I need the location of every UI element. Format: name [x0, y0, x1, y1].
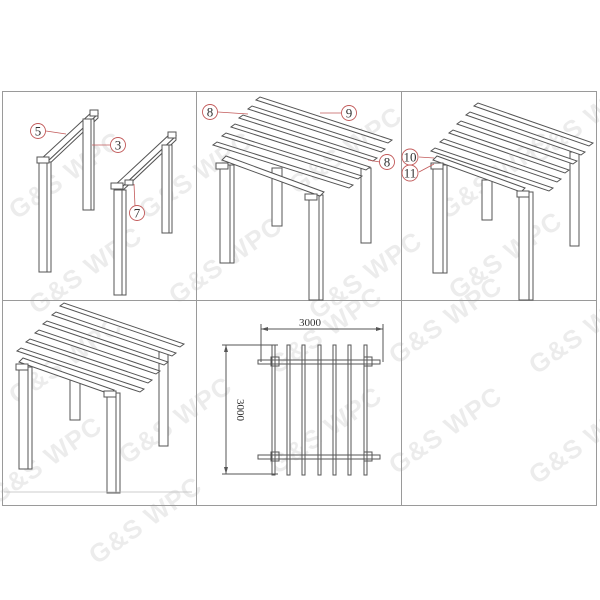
panel-step-6-empty: [402, 301, 597, 506]
svg-text:9: 9: [346, 106, 353, 121]
callout-part-10: 10: [401, 148, 419, 166]
width-dimension-label: 3000: [299, 317, 322, 329]
callout-part-11: 11: [401, 164, 419, 182]
svg-text:8: 8: [207, 105, 214, 120]
svg-text:8: 8: [384, 155, 391, 170]
svg-text:7: 7: [134, 206, 141, 221]
callout-part-3: 3: [110, 137, 126, 153]
callout-part-8: 8: [202, 104, 218, 120]
callout-part-7: 7: [129, 205, 145, 221]
svg-text:5: 5: [35, 124, 42, 139]
svg-text:11: 11: [404, 166, 417, 181]
callout-part-8: 8: [379, 154, 395, 170]
row-divider: [2, 300, 597, 301]
svg-text:3: 3: [115, 138, 122, 153]
svg-text:10: 10: [404, 150, 417, 165]
column-divider-1: [196, 91, 197, 506]
column-divider-2: [401, 91, 402, 506]
callout-part-9: 9: [341, 105, 357, 121]
depth-dimension-label: 3000: [234, 399, 246, 422]
callout-part-5: 5: [30, 123, 46, 139]
panel-grid: [2, 91, 597, 506]
